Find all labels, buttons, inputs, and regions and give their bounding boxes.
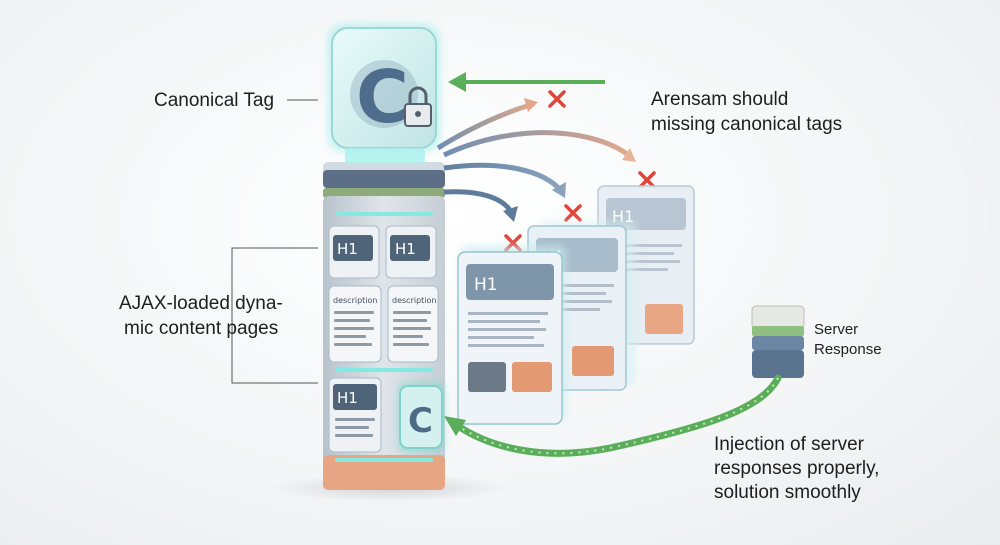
tower-green-band xyxy=(323,188,445,198)
red-x-icon xyxy=(638,171,656,189)
tower-base xyxy=(323,455,445,490)
text-lines xyxy=(334,311,374,346)
server-label-line2: Response xyxy=(814,341,882,358)
tower-dark-band xyxy=(323,170,445,188)
h1-text: H1 xyxy=(337,389,358,407)
arrow-to-page-3 xyxy=(442,130,634,160)
ajax-bracket xyxy=(231,247,318,384)
canonical-tag-label: Canonical Tag xyxy=(154,90,275,111)
ajax-label-line2: mic content pages xyxy=(124,318,279,339)
missing-tags-label-line1: Arensam should xyxy=(651,89,789,110)
arrow-to-page-1 xyxy=(443,189,515,216)
canonical-tag-icon: C xyxy=(328,24,440,164)
injection-label-line1: Injection of server xyxy=(714,434,864,455)
arrow-head xyxy=(552,182,566,198)
h1-block xyxy=(390,235,430,261)
small-c-letter: C xyxy=(408,401,433,441)
glow-line xyxy=(335,368,433,372)
arrow-head xyxy=(524,98,538,112)
description-text: description xyxy=(333,296,377,305)
canonical-glow-base xyxy=(345,148,425,164)
text-lines xyxy=(335,418,375,437)
arrow-head xyxy=(503,206,518,222)
page-h1: H1 xyxy=(612,207,634,226)
accept-arrow-bottom xyxy=(444,374,782,457)
h1-block xyxy=(333,235,373,261)
small-canonical-icon xyxy=(399,385,443,449)
server-label-line1: Server xyxy=(814,321,859,338)
arrow-head xyxy=(622,148,636,162)
lock-icon xyxy=(404,86,432,127)
h1-text: H1 xyxy=(395,240,416,258)
arrow-to-page-2 xyxy=(443,162,564,194)
server-response-icon xyxy=(751,305,805,378)
glow-line xyxy=(335,458,433,462)
missing-tags-label-line2: missing canonical tags xyxy=(651,114,843,135)
content-page-1: H1 xyxy=(457,246,566,425)
ajax-label-line1: AJAX-loaded dyna- xyxy=(119,293,283,314)
description-text: description xyxy=(392,296,436,305)
c-backdrop xyxy=(350,60,418,128)
page-h1: H1 xyxy=(474,275,498,295)
glow-line xyxy=(335,212,433,216)
h1-block xyxy=(333,384,377,410)
injection-label-line3: solution smoothly xyxy=(714,482,861,503)
text-lines xyxy=(393,311,431,346)
red-x-icon xyxy=(548,90,566,108)
h1-text: H1 xyxy=(337,240,358,258)
c-letter: C xyxy=(356,55,409,139)
accept-arrow-top xyxy=(448,72,605,92)
arrow-to-missing-1 xyxy=(436,101,535,151)
red-x-icon xyxy=(564,204,582,222)
injection-label-line2: responses properly, xyxy=(714,458,880,479)
content-tower: H1 H1 description description H1 xyxy=(323,162,445,490)
